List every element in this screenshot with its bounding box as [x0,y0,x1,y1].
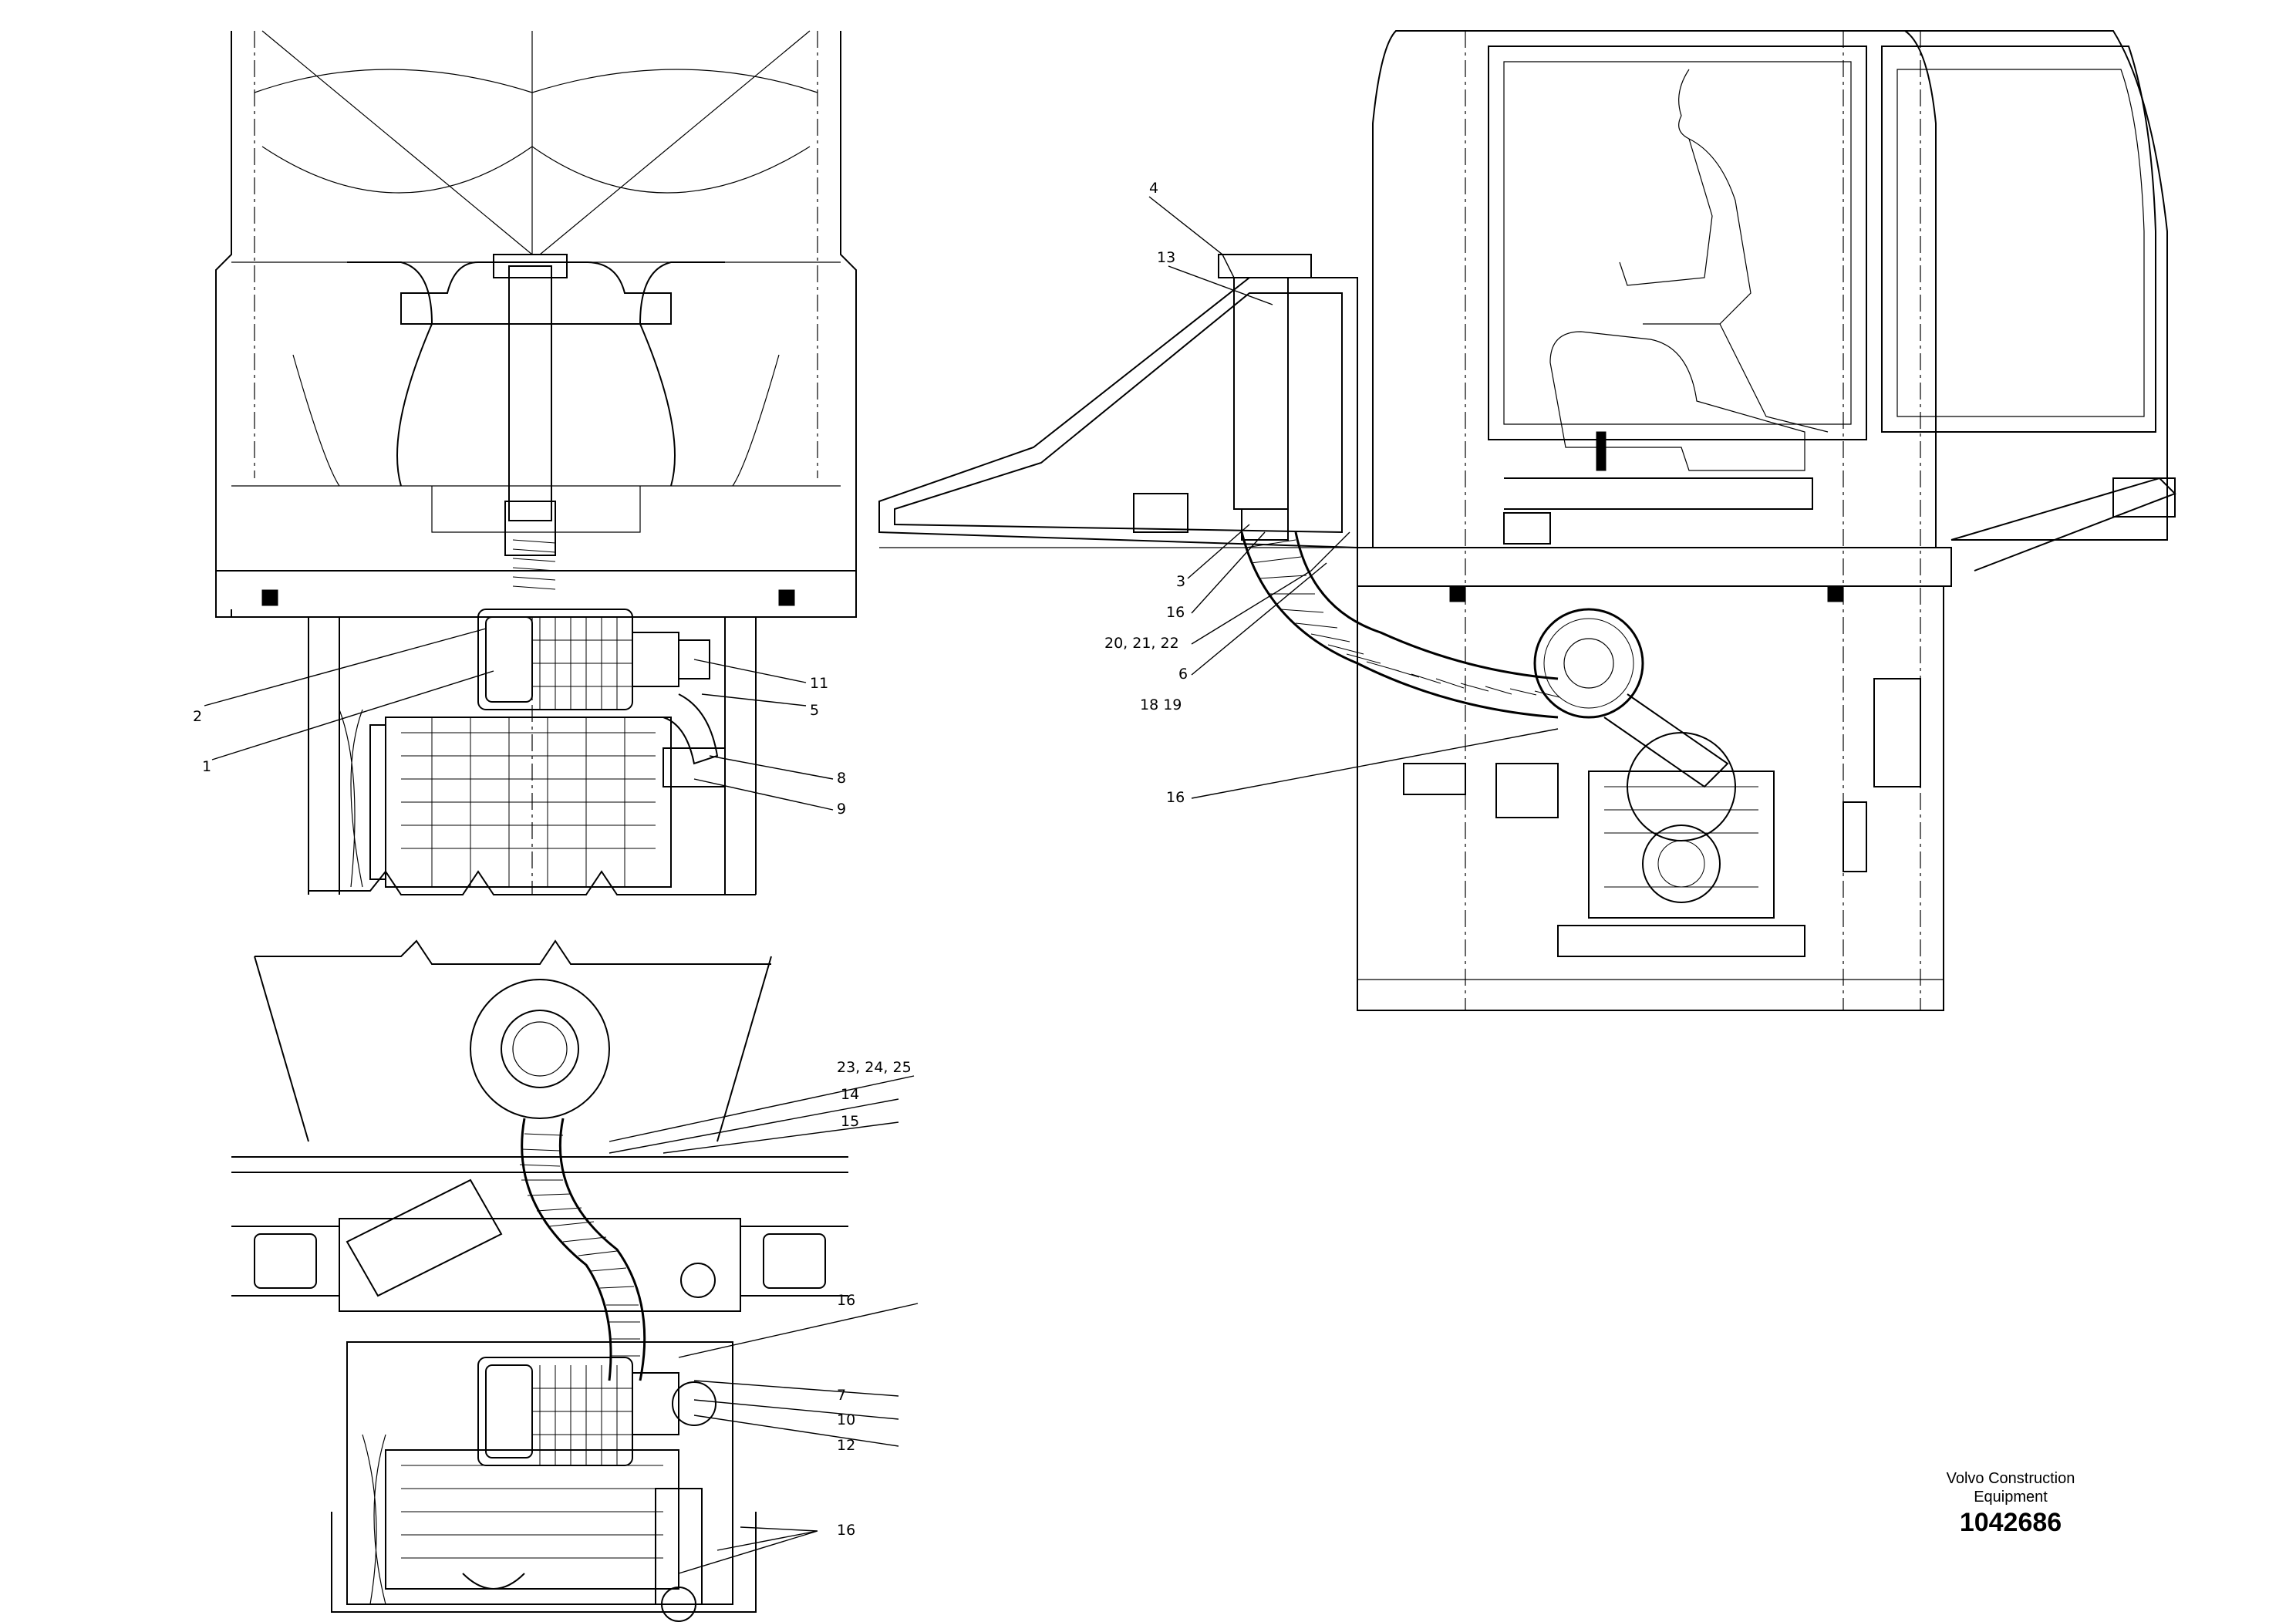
callout-labels: 2 1 11 5 8 9 4 13 3 16 20, 21, 22 6 18 1… [193,180,1188,1539]
callout-16-top-a: 16 [837,1292,855,1309]
callout-13: 13 [1157,249,1175,266]
callout-4: 4 [1149,180,1158,197]
callout-8: 8 [837,770,846,787]
document-number: 1042686 [1959,1508,2062,1537]
callout-7: 7 [837,1387,846,1404]
callout-3: 3 [1176,573,1185,590]
callout-16-side-a: 16 [1166,604,1185,621]
callout-16-top-b: 16 [837,1522,855,1539]
front-view [216,30,856,895]
callout-23-24-25: 23, 24, 25 [837,1059,912,1076]
top-view [231,939,848,1622]
company-name: Volvo Construction Equipment [1946,1470,2075,1506]
side-view [878,30,2176,1011]
callout-20-21-22: 20, 21, 22 [1104,635,1179,652]
callout-leaders [204,196,1559,1574]
callout-1: 1 [202,758,211,775]
callout-9: 9 [837,801,846,818]
callout-12: 12 [837,1437,855,1454]
callout-2: 2 [193,708,202,725]
callout-6: 6 [1178,666,1188,683]
callout-11: 11 [810,675,828,692]
callout-18-19: 18 19 [1140,696,1182,713]
callout-16-side-b: 16 [1166,789,1185,806]
callout-10: 10 [837,1411,855,1428]
callout-5: 5 [810,702,819,719]
callout-14: 14 [841,1086,859,1103]
callout-15: 15 [841,1113,859,1130]
